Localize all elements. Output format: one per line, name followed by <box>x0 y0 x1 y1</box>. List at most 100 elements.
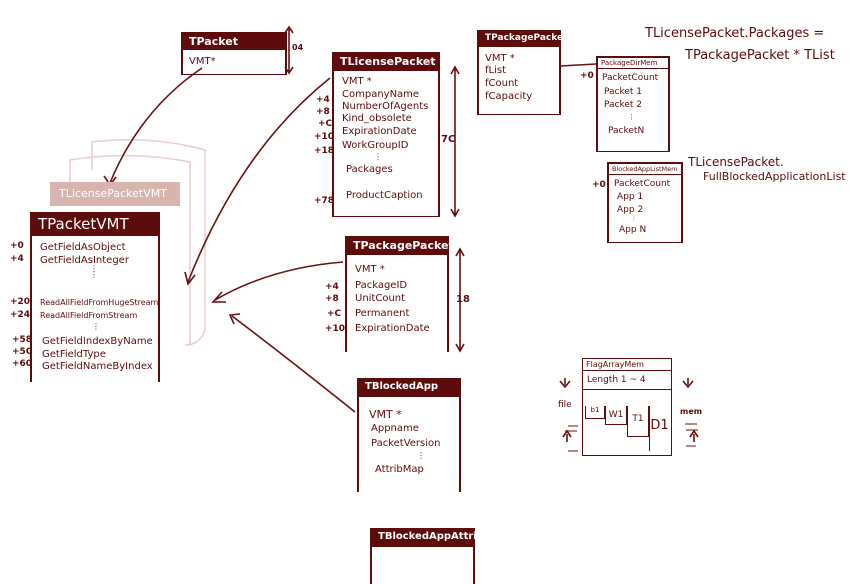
blockedapp-field: PacketVersion <box>371 438 441 449</box>
dir-field: Packet 1 <box>604 87 643 97</box>
packagedirmem-title: PackageDirMem <box>598 58 668 69</box>
blocked-field: App 1 <box>617 192 644 202</box>
dir-field: PacketN <box>608 126 645 136</box>
offset: +0 <box>10 241 24 251</box>
license-field: WorkGroupID <box>342 140 409 151</box>
ellipsis: ⋮ <box>417 451 425 460</box>
arrowhead <box>228 313 241 325</box>
dir-field: Packet 2 <box>604 100 643 110</box>
license-field: CompanyName <box>342 89 420 100</box>
license-field: Packages <box>346 164 393 175</box>
tpackagepacket-title: TPackagePacket <box>347 238 454 255</box>
offset: +10 <box>314 132 335 142</box>
arrow-package-to-vmt <box>214 261 344 301</box>
file-label: file <box>558 400 572 410</box>
size-arrow-package <box>455 247 465 353</box>
file-down-arrow <box>559 378 571 389</box>
tblockedapp-box: TBlockedApp VMT * Appname PacketVersion … <box>357 378 461 492</box>
arrow-license-to-vmt <box>187 77 331 283</box>
tpacketvmt-box: TPacketVMT GetFieldAsObject GetFieldAsIn… <box>30 212 160 382</box>
packagedirmem-box: PackageDirMem PacketCount Packet 1 Packe… <box>596 56 670 152</box>
ellipsis: ⋮⋮ <box>90 264 98 279</box>
offset: +5C <box>12 347 33 357</box>
size-arrow-license <box>450 65 460 218</box>
license-field: NumberOfAgents <box>342 101 429 112</box>
offset: +C <box>327 309 342 319</box>
ellipsis: ⋮ <box>631 215 637 222</box>
tlicensepacket-box: TLicensePacket VMT * CompanyName NumberO… <box>332 52 440 217</box>
vmt-field: GetFieldIndexByName <box>42 336 153 347</box>
offset: +8 <box>316 107 330 117</box>
package-field: VMT * <box>355 264 385 275</box>
offset: +0 <box>592 180 606 190</box>
file-up-arrow <box>562 429 572 442</box>
tpackagepacket-size: 18 <box>456 294 470 305</box>
packages-note: TLicensePacket.Packages = <box>645 26 825 41</box>
license-field: Kind_obsolete <box>342 113 412 124</box>
blockedapp-field: Appname <box>371 423 419 434</box>
offset: +60 <box>12 359 33 369</box>
blocked-field: PacketCount <box>614 179 671 189</box>
flag-cell: b1 <box>585 406 605 419</box>
blockedapplistmem-box: BlockedAppListMem PacketCount App 1 App … <box>607 162 683 243</box>
ghost-page-2 <box>91 139 206 346</box>
license-field: ProductCaption <box>346 190 423 201</box>
offset: +58 <box>12 335 33 345</box>
mem-up-arrow <box>689 429 699 442</box>
tblockedappattrib-box: TBlockedAppAttrib <box>370 528 484 584</box>
offset: +4 <box>325 282 339 292</box>
blockedapp-field: VMT * <box>369 408 402 421</box>
blockedapp-field: AttribMap <box>375 464 424 475</box>
arrowhead <box>184 271 196 286</box>
license-field: ExpirationDate <box>342 126 417 137</box>
offset: +10 <box>325 324 346 334</box>
tblockedappattrib-title: TBlockedAppAttrib <box>372 530 484 547</box>
arrowhead <box>211 291 226 303</box>
tblockedapp-title: TBlockedApp <box>359 380 459 397</box>
flag-cell: W1 <box>605 406 627 425</box>
arrow-tpacket-to-vmt <box>109 67 203 184</box>
ellipsis: ⋮ <box>92 322 100 331</box>
flagarraymem-title: FlagArrayMem <box>583 359 671 371</box>
tpacketvmt-title: TPacketVMT <box>32 214 158 236</box>
dir-field: PacketCount <box>602 73 659 83</box>
offset: +8 <box>325 294 339 304</box>
mem-label: mem <box>680 407 703 416</box>
license-field: VMT * <box>342 76 372 87</box>
list-field: fList <box>485 65 507 76</box>
blocked-note: FullBlockedApplicationList <box>703 170 846 183</box>
ghost-title: TLicensePacketVMT <box>59 187 167 200</box>
vmt-field: GetFieldNameByIndex <box>42 361 153 372</box>
flagarraymem-box: FlagArrayMem Length 1 ~ 4 b1 W1 T1 D1 <box>582 358 672 456</box>
vmt-field: GetFieldAsInteger <box>40 255 129 266</box>
mem-down-arrow <box>682 378 694 389</box>
tpackagepacketlist-box: TPackagePacketList VMT * fList fCount fC… <box>477 30 586 115</box>
offset: +0 <box>580 71 594 81</box>
flag-cell: T1 <box>627 406 649 437</box>
blockedapplistmem-title: BlockedAppListMem <box>609 164 681 175</box>
flagarraymem-length: Length 1 ~ 4 <box>583 371 671 390</box>
list-field: fCount <box>485 78 519 89</box>
list-field: VMT * <box>485 53 515 64</box>
ghost-page-1 <box>69 154 191 345</box>
package-field: Permanent <box>355 308 410 319</box>
arrow-blocked-to-vmt <box>231 315 356 413</box>
flag-cell: D1 <box>649 406 669 451</box>
vmt-field: ReadAllFieldFromStream <box>40 311 138 320</box>
list-link <box>559 63 597 67</box>
offset: +24 <box>10 310 31 320</box>
offset: +C <box>318 119 333 129</box>
list-field: fCapacity <box>485 91 533 102</box>
offset: +20 <box>10 297 31 307</box>
offset: +78 <box>314 196 335 206</box>
tpacket-box: TPacket VMT* <box>181 32 287 75</box>
ellipsis: ⋮ <box>628 113 635 121</box>
offset: +4 <box>316 95 330 105</box>
packages-note: TPackagePacket * TList <box>685 48 835 63</box>
blocked-note: TLicensePacket. <box>688 155 784 169</box>
offset: +4 <box>10 254 24 264</box>
tpacket-field: VMT* <box>189 56 216 67</box>
ellipsis: ⋮ <box>374 152 382 161</box>
vmt-field: GetFieldAsObject <box>40 242 126 253</box>
